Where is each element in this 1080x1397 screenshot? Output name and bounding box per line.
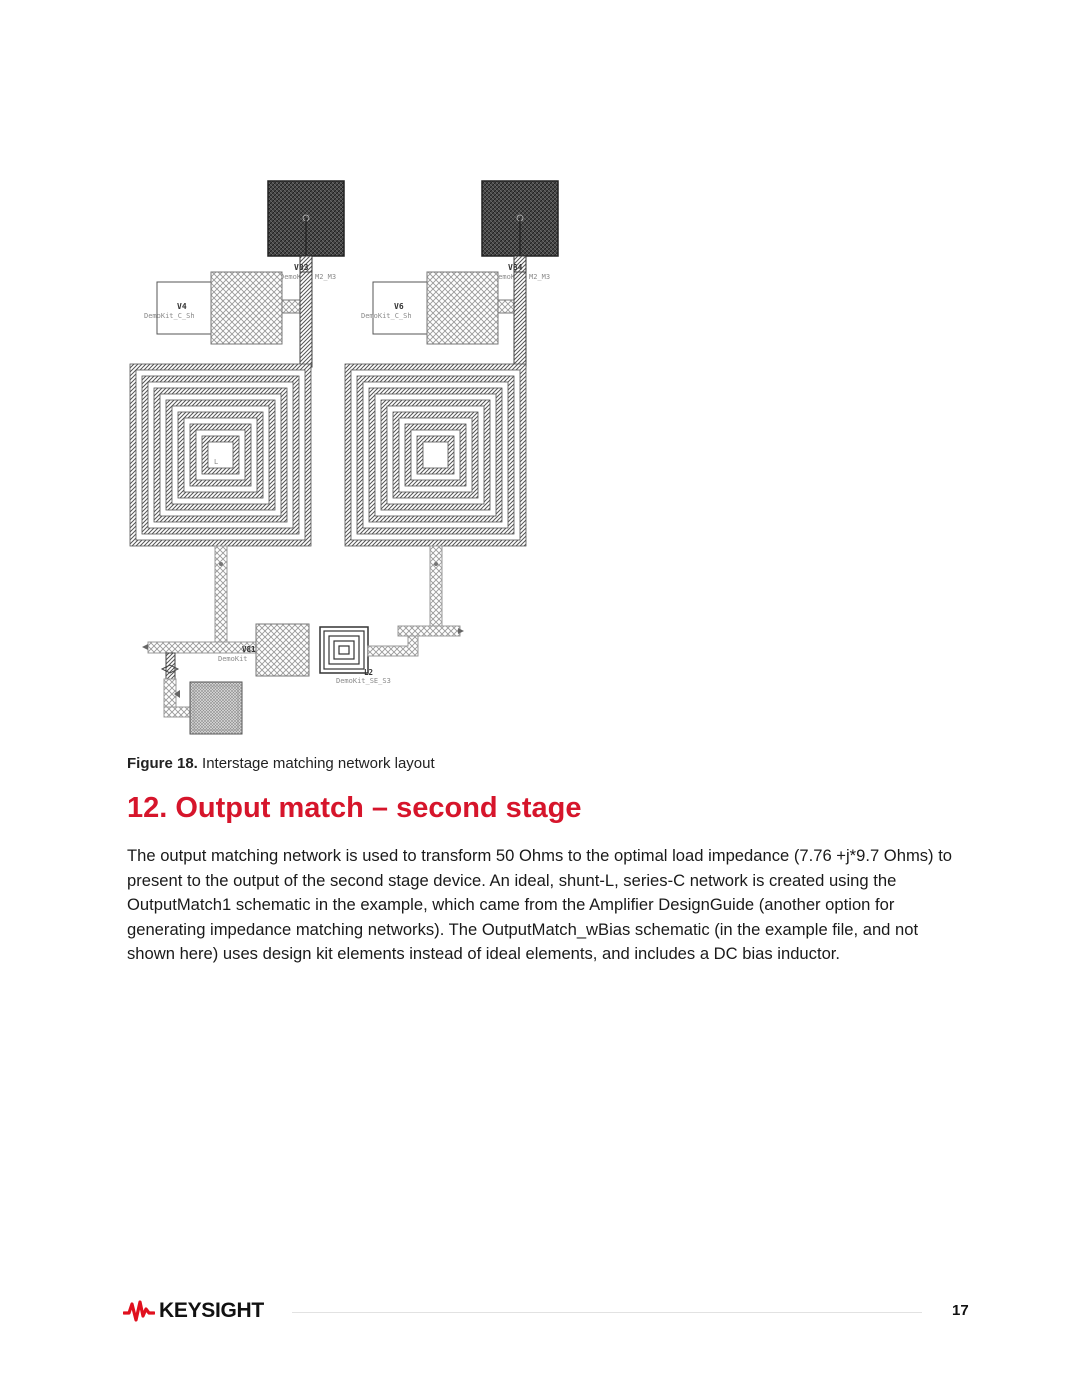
label-demok-right: DemoK	[494, 273, 516, 281]
figure-caption-text: Interstage matching network layout	[197, 755, 435, 772]
label-l-left: L	[214, 458, 218, 466]
shunt-connection	[160, 652, 191, 718]
label-demokit-v4: DemoKit_C_Sh	[144, 312, 195, 320]
label-m2m3-left: M2_M3	[315, 273, 336, 281]
drop-line-left	[214, 545, 228, 647]
brand-name: KEYSIGHT	[159, 1299, 264, 1322]
capacitor-v4	[156, 271, 305, 345]
label-v83: V83	[294, 263, 309, 272]
label-demokit-v6: DemoKit_C_Sh	[361, 312, 412, 320]
label-m2m3-right: M2_M3	[529, 273, 550, 281]
section-heading: 12. Output match – second stage	[127, 792, 582, 824]
pad-right	[481, 180, 559, 257]
drop-line-right	[429, 545, 443, 631]
spiral-inductor-left	[130, 364, 311, 546]
spiral-inductor-right	[345, 364, 526, 546]
label-l2: L2	[364, 668, 373, 677]
small-spiral-inductor-l2	[319, 626, 369, 674]
feed-line-left	[299, 271, 313, 368]
bottom-capacitor-pad	[189, 681, 243, 735]
label-demokit-v81: DemoKit	[218, 655, 248, 663]
capacitor-v81	[255, 623, 310, 677]
feed-line-right	[513, 271, 527, 368]
label-demokit-l2: DemoKit_SE_S3	[336, 677, 391, 685]
figure-caption: Figure 18. Interstage matching network l…	[127, 755, 435, 772]
label-demok-left: DemoK	[280, 273, 302, 281]
section-body-paragraph: The output matching network is used to t…	[127, 846, 953, 964]
figure-caption-label: Figure 18.	[127, 755, 198, 772]
interstage-layout-figure: V83 V84 M2_M3 M2_M3 DemoK DemoK V4 DemoK…	[129, 180, 559, 735]
label-v4: V4	[177, 302, 187, 311]
label-v6: V6	[394, 302, 404, 311]
label-v84: V84	[508, 263, 523, 272]
footer-divider	[292, 1312, 922, 1313]
keysight-logo: KEYSIGHT	[123, 1297, 264, 1325]
label-v81: V81	[242, 645, 256, 654]
keysight-wave-icon	[123, 1300, 155, 1322]
pad-left	[267, 180, 345, 257]
page-number: 17	[952, 1302, 969, 1319]
